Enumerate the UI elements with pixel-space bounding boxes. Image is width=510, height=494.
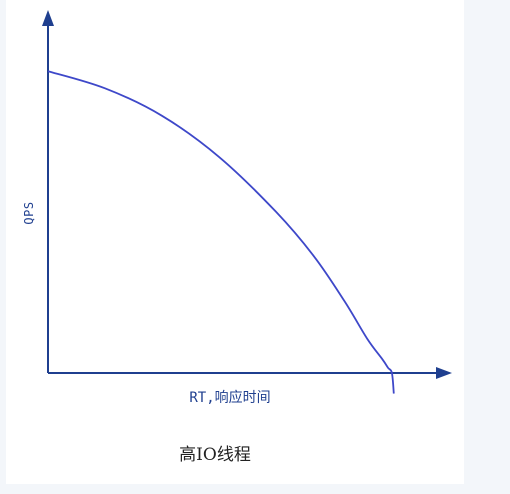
series-line xyxy=(47,70,395,394)
y-axis-label: QPS xyxy=(22,201,36,224)
y-axis-arrow xyxy=(42,10,54,26)
x-axis-label: RT,响应时间 xyxy=(189,389,270,406)
chart-title: 高IO线程 xyxy=(179,445,251,465)
x-axis-arrow xyxy=(436,367,452,379)
